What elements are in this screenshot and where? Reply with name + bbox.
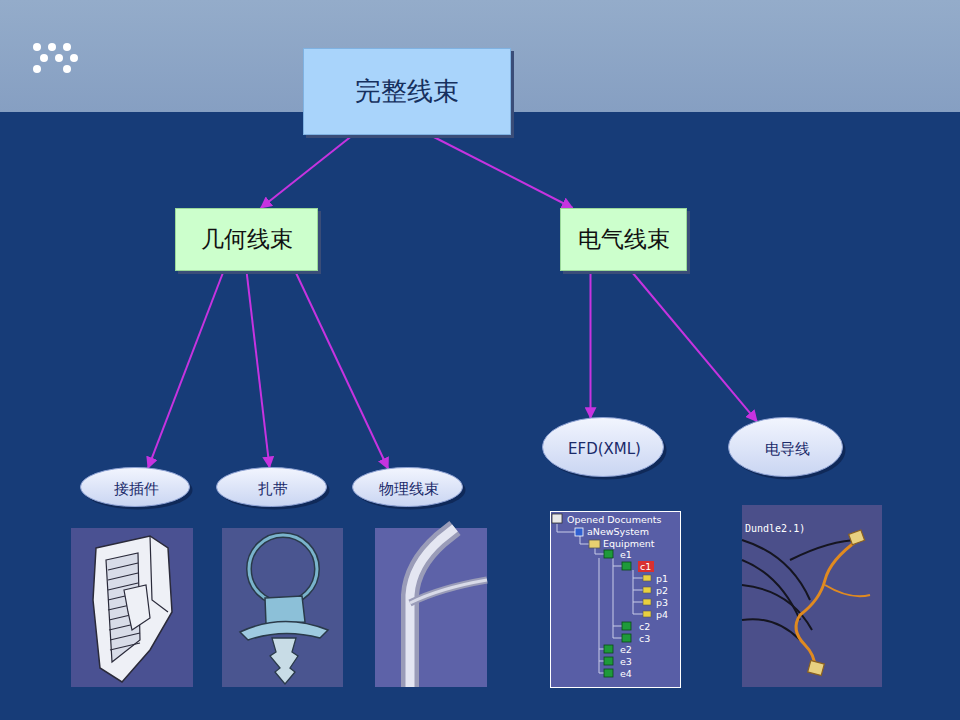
arrow-connector [148, 271, 224, 468]
bundle-pipe-picture [375, 528, 487, 687]
tree-item: aNewSystem [587, 527, 649, 537]
root-box: 完整线束 [303, 48, 511, 135]
text-group: 电导线 [765, 440, 810, 458]
cable-tie-picture [222, 528, 343, 687]
item-ellipse: 电导线 [727, 416, 847, 481]
text-group: 完整线束 [355, 76, 459, 107]
arrow-connector [430, 135, 573, 208]
text-group: 接插件 [114, 480, 159, 498]
node-text: 扎带 [258, 480, 288, 498]
node-text: 物理线束 [379, 480, 439, 498]
logo-dots [33, 43, 78, 73]
item-ellipse: 物理线束 [351, 466, 467, 511]
item-ellipse: 接插件 [79, 466, 194, 511]
text-group: 扎带 [258, 480, 288, 498]
bundle-name: Dundle2.1) [745, 524, 805, 534]
node-text: 电导线 [765, 440, 810, 458]
tree-item: c1 [640, 562, 651, 572]
text-group: 几何线束 [201, 226, 293, 254]
category-box: 几何线束 [175, 208, 318, 271]
tree-item: e2 [620, 645, 632, 655]
category-box: 电气线束 [560, 208, 687, 271]
tree-item: c3 [639, 634, 650, 644]
tree-item: e4 [620, 669, 632, 679]
tree-item: p4 [656, 610, 668, 620]
arrow-connector [589, 271, 591, 418]
tree-item: p3 [656, 598, 668, 608]
tree-item: Opened Documents [567, 515, 661, 525]
tree-item: Equipment [603, 539, 655, 549]
node-text: EFD(XML) [568, 440, 641, 458]
text-group: 物理线束 [379, 480, 439, 498]
item-ellipse: 扎带 [215, 466, 331, 511]
tree-item: e3 [620, 657, 632, 667]
node-text: 几何线束 [201, 226, 293, 254]
item-ellipse: EFD(XML) [541, 416, 668, 481]
node-text: 接插件 [114, 480, 159, 498]
node-text: 电气线束 [578, 226, 670, 254]
arrow-connector [631, 271, 757, 421]
tree-item: p1 [656, 574, 668, 584]
wires-picture [742, 505, 882, 687]
tree-item: c2 [639, 622, 650, 632]
text-group: 电气线束 [578, 226, 670, 254]
arrow-connector [247, 271, 270, 468]
tree-item: p2 [656, 586, 668, 596]
tree-item: e1 [620, 550, 632, 560]
arrow-connector [295, 271, 388, 469]
text-group: EFD(XML) [568, 440, 641, 458]
connector-picture [71, 528, 193, 687]
node-text: 完整线束 [355, 76, 459, 107]
arrow-connector [261, 135, 353, 208]
spec-tree-picture [551, 512, 681, 688]
